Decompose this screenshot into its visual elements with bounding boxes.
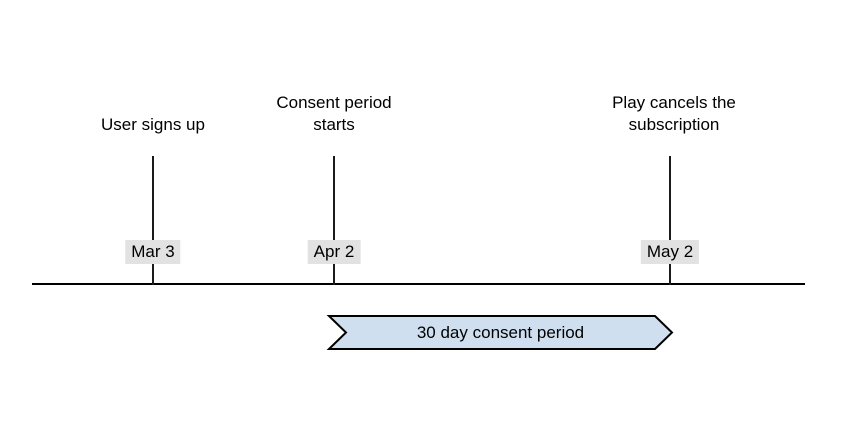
tick-line-play-cancels-subscription xyxy=(669,156,671,285)
tick-line-consent-period-starts xyxy=(333,156,335,285)
event-label-play-cancels-subscription: Play cancels the subscription xyxy=(612,93,736,134)
banner-chevron-shape xyxy=(326,315,674,350)
event-label-consent-period-starts: Consent period starts xyxy=(276,93,392,134)
event-label-user-signs-up: User signs up xyxy=(101,115,205,134)
timeline-axis xyxy=(32,283,805,285)
date-chip-apr-2: Apr 2 xyxy=(307,240,361,264)
date-chip-may-2: May 2 xyxy=(640,240,700,264)
date-chip-mar-3: Mar 3 xyxy=(125,240,181,264)
consent-period-banner: 30 day consent period xyxy=(326,315,674,350)
tick-line-user-signs-up xyxy=(152,156,154,285)
